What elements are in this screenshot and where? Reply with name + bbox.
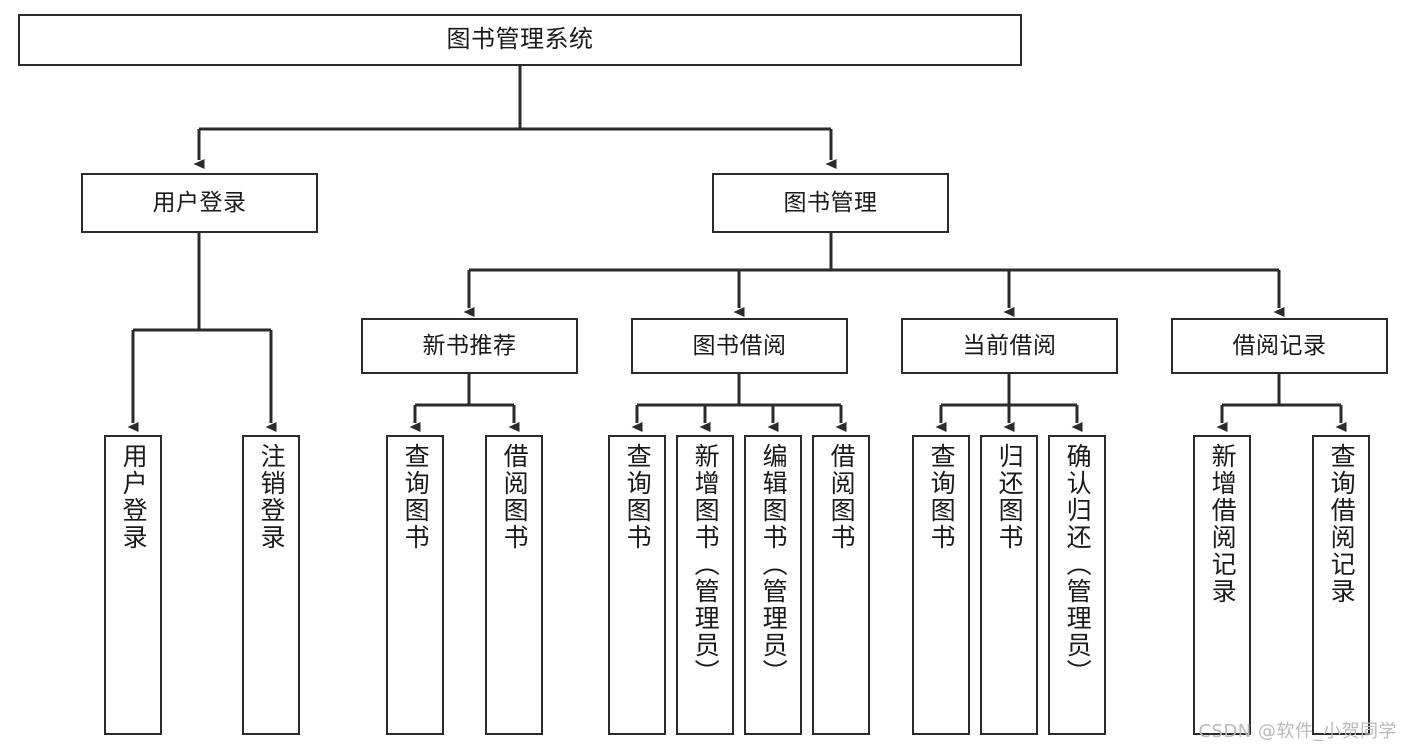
node-label: 注销登录 [257, 443, 287, 551]
leaf-user-login-login[interactable]: 用户登录 [104, 435, 162, 735]
node-label: 当前借阅 [962, 332, 1057, 359]
node-label: 图书借阅 [692, 332, 787, 359]
node-label: 编辑图书（管理员） [759, 443, 789, 686]
node-label: 新增借阅记录 [1208, 443, 1238, 605]
node-label: 查询图书 [623, 443, 653, 551]
leaf-borrow-query-book[interactable]: 查询图书 [608, 435, 666, 735]
node-current-borrow[interactable]: 当前借阅 [901, 318, 1118, 374]
leaf-record-add-record[interactable]: 新增借阅记录 [1193, 435, 1251, 735]
node-label: 确认归还（管理员） [1063, 443, 1093, 686]
leaf-borrow-add-book-admin[interactable]: 新增图书（管理员） [676, 435, 734, 735]
node-label: 新增图书（管理员） [691, 443, 721, 686]
node-root-system[interactable]: 图书管理系统 [18, 14, 1022, 66]
node-label: 新书推荐 [422, 332, 517, 359]
leaf-user-login-logout[interactable]: 注销登录 [242, 435, 300, 735]
node-label: 查询图书 [927, 443, 957, 551]
node-new-book-recommend[interactable]: 新书推荐 [361, 318, 578, 374]
node-label: 图书管理 [783, 189, 878, 216]
csdn-watermark: CSDN @软件_小贺同学 [1198, 721, 1397, 742]
node-label: 查询图书 [401, 443, 431, 551]
leaf-new-book-query[interactable]: 查询图书 [386, 435, 444, 735]
node-label: 归还图书 [995, 443, 1025, 551]
node-label: 借阅记录 [1232, 332, 1327, 359]
leaf-borrow-borrow-book[interactable]: 借阅图书 [812, 435, 870, 735]
leaf-new-book-borrow[interactable]: 借阅图书 [485, 435, 543, 735]
node-label: 图书管理系统 [446, 25, 594, 54]
node-book-management[interactable]: 图书管理 [712, 173, 949, 233]
node-label: 查询借阅记录 [1327, 443, 1357, 605]
leaf-current-confirm-return-admin[interactable]: 确认归还（管理员） [1048, 435, 1106, 735]
leaf-current-query-book[interactable]: 查询图书 [912, 435, 970, 735]
node-book-borrow[interactable]: 图书借阅 [631, 318, 848, 374]
leaf-current-return-book[interactable]: 归还图书 [980, 435, 1038, 735]
leaf-record-query-record[interactable]: 查询借阅记录 [1312, 435, 1370, 735]
node-label: 用户登录 [152, 189, 247, 216]
node-borrow-record[interactable]: 借阅记录 [1171, 318, 1388, 374]
node-user-login[interactable]: 用户登录 [81, 173, 318, 233]
node-label: 用户登录 [119, 443, 149, 551]
node-label: 借阅图书 [500, 443, 530, 551]
node-label: 借阅图书 [827, 443, 857, 551]
leaf-borrow-edit-book-admin[interactable]: 编辑图书（管理员） [744, 435, 802, 735]
